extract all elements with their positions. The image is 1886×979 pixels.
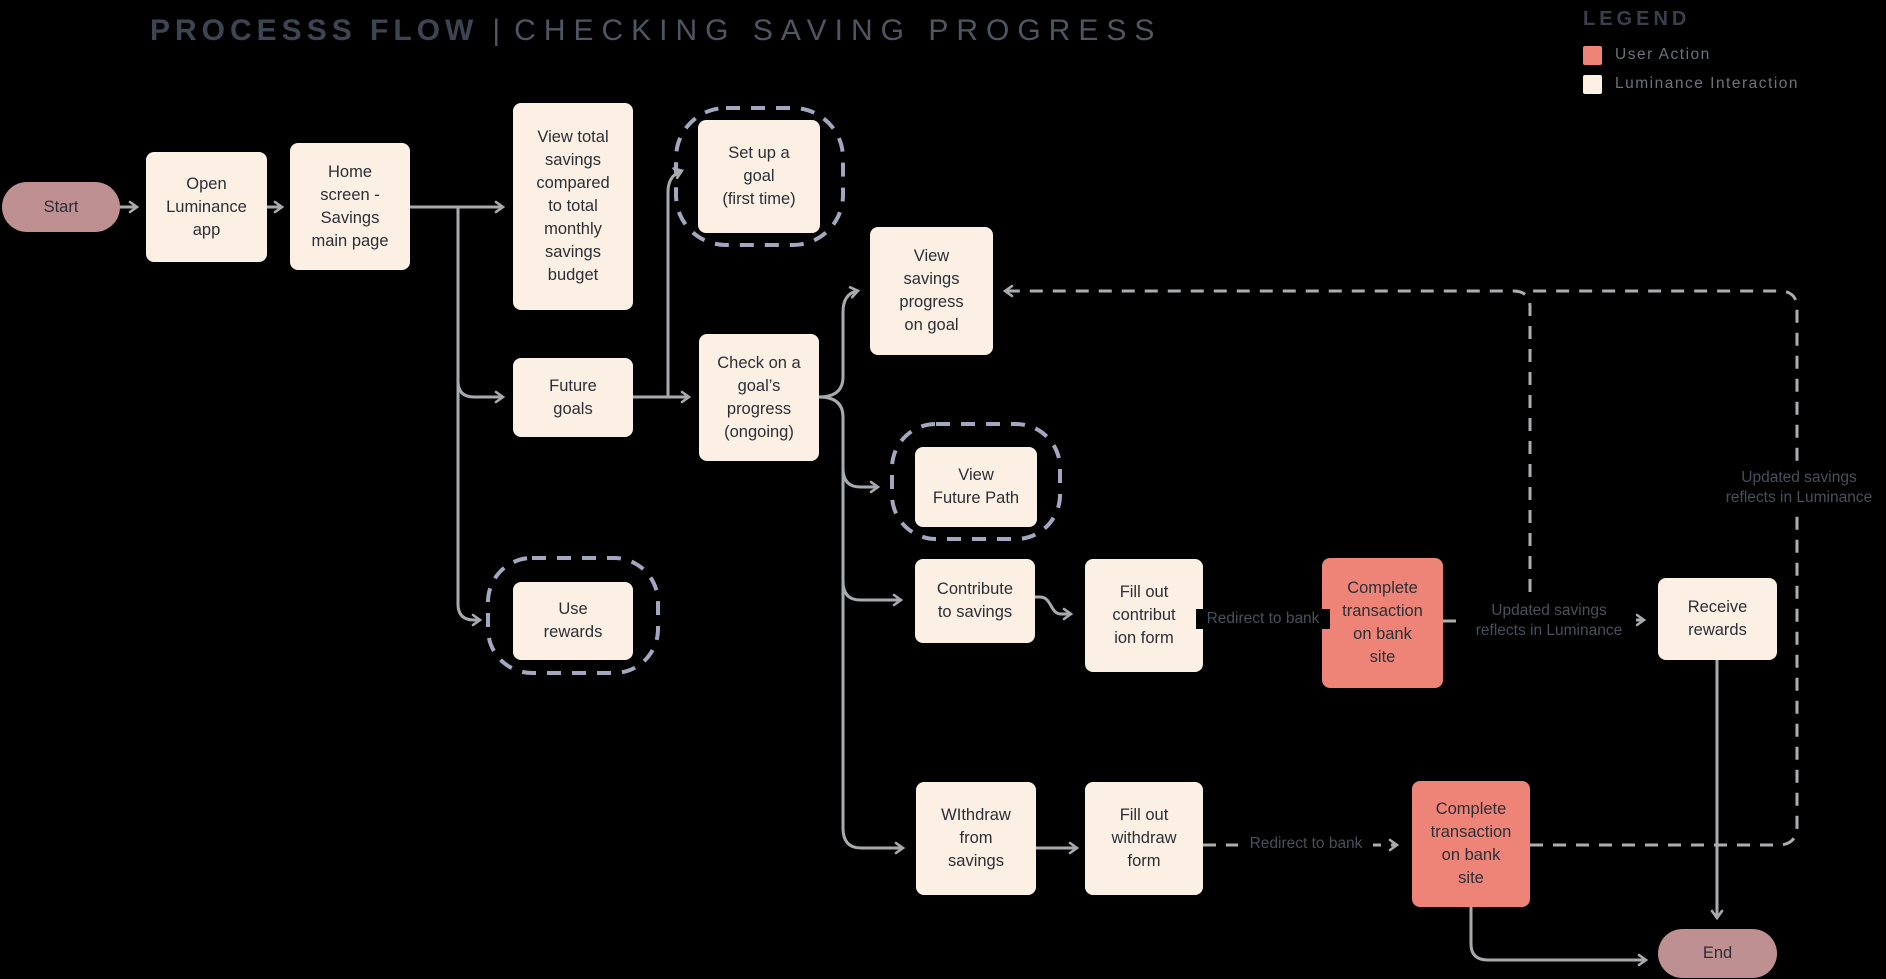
node-open-luminance-app: Open Luminance app [146,152,267,262]
legend: LEGEND User Action Luminance Interaction [1583,8,1883,103]
dashed-outline-setup-goal [674,106,845,247]
edge-home-to-future-goals [456,380,506,404]
node-use-rewards: Use rewards [513,582,633,660]
user-action-swatch [1583,45,1602,65]
edge-contribute-to-fill-contrib [1035,595,1074,621]
edge-home-to-use-rewards [456,207,483,627]
edge-label-updated-savings-withdraw: Updated savings reflects in Luminance [1712,468,1886,508]
edge-complete-bank-2-to-end [1469,907,1649,967]
node-view-future-path: View Future Path [915,447,1037,527]
dashed-outline-use-rewards [486,556,660,675]
node-receive-rewards: Receive rewards [1658,578,1777,660]
dashed-outlines [486,106,1062,675]
node-complete-transaction-bank-2: Complete transaction on bank site [1412,781,1530,907]
title-secondary: CHECKING SAVING PROGRESS [514,14,1163,47]
node-future-goals: Future goals [513,358,633,437]
node-start: Start [2,182,120,232]
edge-label-redirect-to-bank-withdraw: Redirect to bank [1239,834,1373,854]
luminance-interaction-swatch [1583,74,1602,94]
node-contribute-to-savings: Contribute to savings [915,559,1035,643]
node-complete-transaction-bank-1: Complete transaction on bank site [1322,558,1443,688]
node-setup-goal: Set up a goal (first time) [698,120,820,233]
node-check-goal-progress: Check on a goal’s progress (ongoing) [699,334,819,461]
node-fill-contribution-form: Fill out contribut ion form [1085,559,1203,672]
title-separator: | [492,14,501,47]
solid-edges [120,167,1724,967]
node-withdraw-from-savings: WIthdraw from savings [916,782,1036,895]
edge-future-goals-to-setup-goal [666,167,685,397]
legend-title: LEGEND [1583,8,1691,30]
legend-item-label: Luminance Interaction [1615,75,1800,92]
legend-item-user-action: User Action [1583,45,1883,65]
edge-label-updated-savings-contribute: Updated savings reflects in Luminance [1462,601,1636,641]
title-primary: PROCESSS FLOW [150,14,479,47]
node-end: End [1658,929,1777,978]
node-fill-withdraw-form: Fill out withdraw form [1085,782,1203,895]
edge-check-goal-to-view-future-path [841,467,881,494]
edge-check-goal-to-contribute [841,580,904,607]
node-home-screen: Home screen - Savings main page [290,143,410,270]
edge-check-goal-to-withdraw [818,395,906,855]
node-view-total-savings: View total savings compared to total mon… [513,103,633,310]
edge-complete-bank-2-loop-to-view-progress [1530,289,1799,847]
node-view-savings-progress: View savings progress on goal [870,227,993,355]
legend-item-luminance-interaction: Luminance Interaction [1583,74,1883,94]
page-title: PROCESSS FLOW | CHECKING SAVING PROGRESS [150,14,1162,48]
legend-item-label: User Action [1615,46,1711,63]
edge-check-goal-to-view-progress [818,286,861,399]
edge-updated-contribute-to-view-progress [1002,284,1532,592]
dashed-outline-view-future-path [890,422,1062,541]
edge-label-redirect-to-bank-contribute: Redirect to bank [1196,609,1330,629]
